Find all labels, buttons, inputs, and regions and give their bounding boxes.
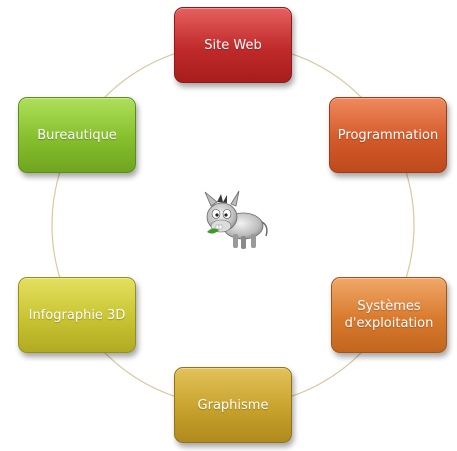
node-label: Infographie 3D bbox=[28, 307, 126, 323]
node-label: Bureautique bbox=[37, 127, 117, 143]
node-graphisme: Graphisme bbox=[174, 367, 292, 443]
node-site-web: Site Web bbox=[174, 7, 292, 83]
node-label: Programmation bbox=[337, 127, 439, 143]
node-programmation: Programmation bbox=[329, 97, 447, 173]
node-label: Graphisme bbox=[197, 397, 269, 413]
node-systemes-exploitation: Systèmes d'exploitation bbox=[331, 277, 447, 353]
node-label: Systèmes d'exploitation bbox=[344, 299, 434, 331]
node-label: Site Web bbox=[204, 37, 262, 53]
donkey-mascot-icon bbox=[204, 190, 268, 249]
node-bureautique: Bureautique bbox=[18, 97, 136, 173]
node-infographie-3d: Infographie 3D bbox=[18, 277, 136, 353]
